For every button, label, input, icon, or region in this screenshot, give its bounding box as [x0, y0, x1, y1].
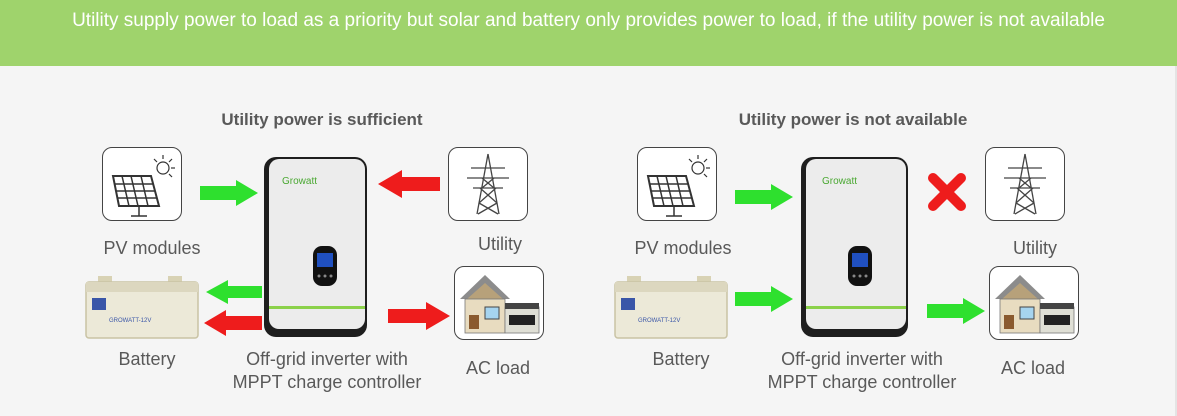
- inverter-label-line2: MPPT charge controller: [767, 372, 957, 392]
- battery-to-inverter-arrow: [204, 310, 262, 336]
- utility-label: Utility: [478, 234, 522, 254]
- battery-icon: GROWATT-12V: [614, 276, 728, 339]
- inverter-to-load-arrow: [927, 298, 985, 324]
- panel-utility-sufficient: Utility power is sufficient: [0, 66, 580, 416]
- transmission-tower-icon: [467, 153, 509, 215]
- inverter-device: Growatt: [801, 157, 908, 337]
- red-x-icon: [928, 173, 966, 211]
- utility-box: [985, 147, 1065, 221]
- transmission-tower-icon: [1004, 153, 1046, 215]
- house-icon: [460, 275, 540, 334]
- inverter-device: Growatt: [264, 157, 367, 337]
- house-icon: [995, 275, 1075, 334]
- pv-modules-label: PV modules: [103, 238, 201, 258]
- battery-icon: GROWATT-12V: [85, 276, 199, 339]
- panel-title: Utility power is sufficient: [221, 110, 423, 129]
- ac-load-box: [454, 266, 544, 340]
- panel-utility-unavailable: Utility power is not available: [535, 66, 1115, 416]
- pv-modules-label: PV modules: [634, 238, 732, 258]
- battery-label: Battery: [652, 349, 710, 369]
- inverter-to-battery-arrow: [206, 280, 262, 304]
- battery-model-text: GROWATT-12V: [638, 318, 680, 324]
- inverter-label-line1: Off-grid inverter with: [781, 349, 943, 369]
- header-text: Utility supply power to load as a priori…: [72, 10, 1105, 31]
- pv-to-inverter-arrow: [735, 184, 793, 210]
- inverter-to-load-arrow: [388, 302, 450, 330]
- solar-panel-icon: [646, 155, 710, 217]
- ac-load-label: AC load: [1000, 358, 1066, 378]
- utility-box: [448, 147, 528, 221]
- ac-load-box: [989, 266, 1079, 340]
- svg-text:Growatt: Growatt: [822, 176, 857, 187]
- pv-modules-box: [637, 147, 717, 221]
- battery-to-inverter-arrow: [735, 286, 793, 312]
- solar-panel-icon: [111, 155, 175, 217]
- pv-to-inverter-arrow: [200, 180, 258, 206]
- battery-label: Battery: [118, 349, 176, 369]
- inverter-label-line2: MPPT charge controller: [232, 372, 422, 392]
- inverter-label-line1: Off-grid inverter with: [246, 349, 408, 369]
- utility-label: Utility: [1013, 238, 1057, 258]
- panel-title: Utility power is not available: [738, 110, 968, 129]
- utility-to-inverter-arrow: [378, 170, 440, 198]
- header-banner: Utility supply power to load as a priori…: [0, 0, 1177, 66]
- ac-load-label: AC load: [465, 358, 531, 378]
- pv-modules-box: [102, 147, 182, 221]
- battery-model-text: GROWATT-12V: [109, 318, 151, 324]
- svg-text:Growatt: Growatt: [282, 176, 317, 187]
- diagram-area: Utility power is sufficient: [0, 66, 1177, 416]
